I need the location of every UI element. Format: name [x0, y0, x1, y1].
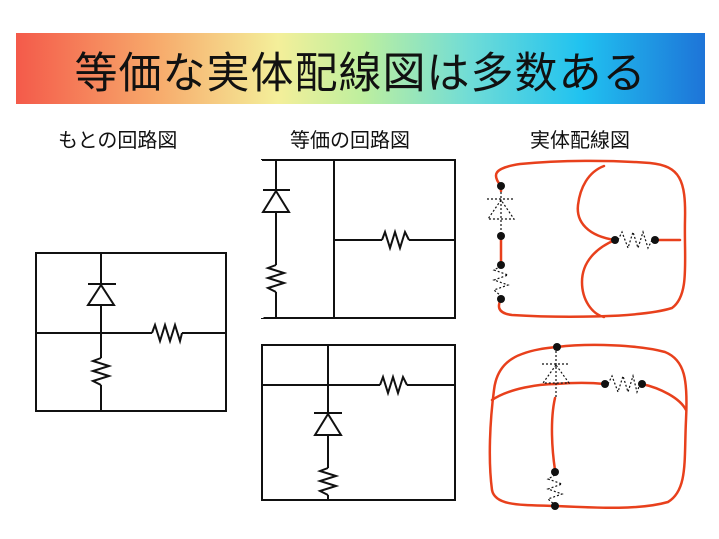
equivalent-circuit-a — [260, 159, 456, 319]
resistor-icon — [89, 357, 113, 386]
physical-wiring-b-junctions — [551, 343, 646, 510]
physical-wiring-a — [494, 159, 687, 319]
physical-wiring-a-parts — [486, 192, 653, 297]
diode-icon — [486, 198, 516, 220]
junction-dot-icon — [551, 468, 559, 476]
resistor-icon — [546, 474, 564, 506]
resistor-icon — [381, 228, 410, 252]
caption-equivalent-circuit: 等価の回路図 — [290, 128, 410, 152]
caption-physical-wiring: 実体配線図 — [530, 128, 630, 152]
resistor-icon — [617, 229, 653, 251]
junction-dot-icon — [497, 261, 505, 269]
resistor-icon — [316, 467, 340, 496]
junction-dot-icon — [638, 380, 646, 388]
junction-dot-icon — [551, 502, 559, 510]
physical-b-outer-wire — [488, 343, 688, 510]
physical-wiring-b-parts — [541, 351, 641, 506]
caption-original-circuit: もとの回路図 — [58, 128, 178, 152]
original-circuit — [35, 252, 227, 412]
junction-dot-icon — [651, 236, 659, 244]
physical-b-left-branch — [490, 382, 558, 402]
diode-icon — [86, 283, 116, 306]
resistor-icon — [379, 373, 408, 397]
resistor-icon — [151, 321, 183, 345]
title-banner: 等価な実体配線図は多数ある — [16, 33, 705, 104]
equivalent-b-outer-wire — [261, 344, 456, 501]
slide-title: 等価な実体配線図は多数ある — [74, 49, 647, 99]
equivalent-circuit-b — [261, 344, 456, 501]
resistor-icon — [607, 373, 641, 395]
physical-wiring-b — [488, 343, 688, 510]
physical-a-lower-branch — [580, 238, 617, 319]
junction-dot-icon — [497, 295, 505, 303]
physical-a-outer-wire — [494, 159, 687, 318]
physical-b-middle-branch — [554, 381, 607, 386]
junction-dot-icon — [497, 232, 505, 240]
junction-dot-icon — [497, 182, 505, 190]
diode-icon — [313, 412, 343, 436]
resistor-icon — [264, 264, 288, 293]
diode-icon — [261, 189, 291, 213]
junction-dot-icon — [601, 380, 609, 388]
junction-dot-icon — [553, 343, 561, 351]
resistor-icon — [492, 265, 510, 297]
physical-wiring-a-junctions — [497, 182, 659, 303]
junction-dot-icon — [611, 236, 619, 244]
physical-b-vertical-branch — [550, 396, 557, 472]
physical-b-right-branch — [640, 382, 688, 412]
physical-a-upper-branch — [576, 164, 617, 242]
